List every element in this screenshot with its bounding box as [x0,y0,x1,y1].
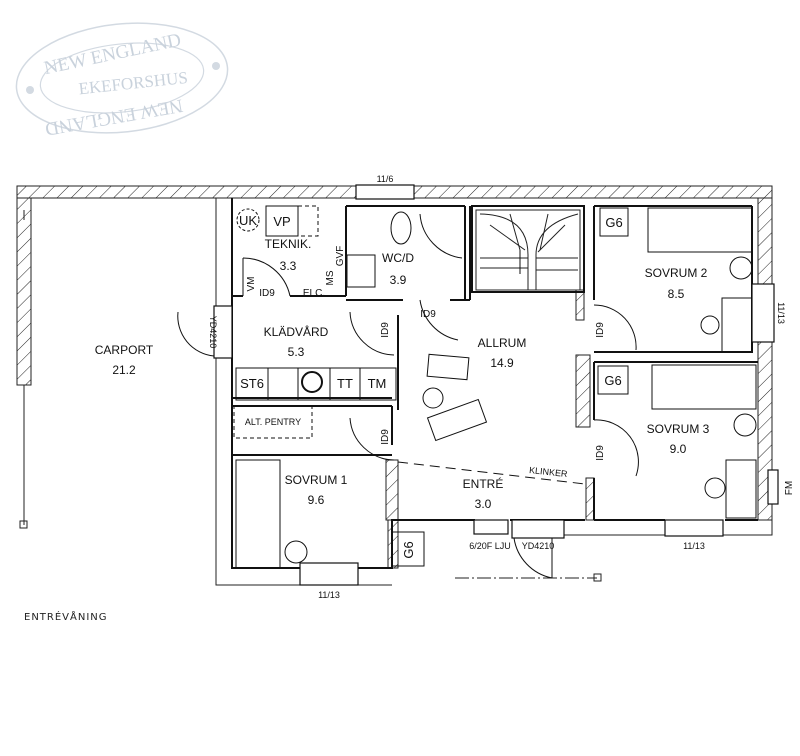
room-name-sovrum1: SOVRUM 1 [285,473,348,487]
room-area-kladvard: 5.3 [288,345,305,359]
room-name-carport: CARPORT [95,343,154,357]
fm-box [767,469,779,505]
door-wc-label: ID9 [420,309,436,320]
interior-walls [231,198,758,569]
room-area-sovrum1: 9.6 [308,493,325,507]
alt-pentry-label: ALT. PENTRY [245,417,301,427]
door-teknik-label: ID9 [259,288,275,299]
vm-label: VM [246,277,257,292]
room-name-kladvard: KLÄDVÅRD [264,324,329,339]
room-area-allrum: 14.9 [490,356,514,370]
room-name-wc: WC/D [382,251,414,265]
door-sovrum3-label: ID9 [595,445,606,461]
door-entre-label: YD4210 [522,541,555,551]
room-name-teknik: TEKNIK. [265,237,312,251]
room-area-sovrum2: 8.5 [668,287,685,301]
exterior-walls [16,185,773,569]
st6-label: ST6 [240,376,264,391]
window-sovrum1 [299,562,359,586]
klinker-label: KLINKER [529,465,569,479]
uk-label: UK [239,213,257,228]
door-side-label: YD4210 [208,316,218,349]
window-entre-label: 6/20F LJU [469,541,511,551]
g6-sovrum3-label: G6 [604,373,621,388]
door-sovrum2-label: ID9 [595,322,606,338]
window-sovrum2-label: 11/13 [776,302,786,324]
door-entre [511,519,565,539]
window-wc-label: 11/6 [377,174,394,184]
door-kladvard-label: ID9 [380,322,391,338]
window-sovrum3-label: 11/13 [683,541,705,551]
room-area-entre: 3.0 [475,497,492,511]
gvf-label: GVF [335,246,346,267]
tm-label: TM [368,376,387,391]
watermark-logo: NEW ENGLAND EKEFORSHUS NEW ENGLAND [15,22,229,139]
window-sovrum1-label: 11/13 [318,590,340,600]
windows [213,184,779,586]
vp-label: VP [273,214,290,229]
window-sovrum3 [664,519,724,537]
window-sovrum2 [751,283,775,343]
fm-label: FM [784,481,795,495]
staircase [475,209,581,291]
ms-label: MS [325,270,336,285]
tt-label: TT [337,376,353,391]
door-swings [177,213,639,579]
elc-label: ELC. [303,288,325,299]
door-side [213,305,233,359]
window-wc [355,184,415,200]
room-area-sovrum3: 9.0 [670,442,687,456]
g6-sovrum2-label: G6 [605,215,622,230]
room-name-entre: ENTRÉ [463,476,504,491]
room-name-allrum: ALLRUM [478,336,527,350]
watermark-brand-text: EKEFORSHUS [78,68,189,98]
g6-sovrum1-label: G6 [401,541,416,558]
door-sovrum1-label: ID9 [380,429,391,445]
floor-label: ENTRÉVÅNING [24,612,108,623]
furniture [233,205,757,569]
room-name-sovrum3: SOVRUM 3 [647,422,710,436]
room-area-teknik: 3.3 [280,259,297,273]
room-name-sovrum2: SOVRUM 2 [645,266,708,280]
room-area-carport: 21.2 [112,363,136,377]
window-entre [473,519,509,535]
room-area-wc: 3.9 [390,273,407,287]
